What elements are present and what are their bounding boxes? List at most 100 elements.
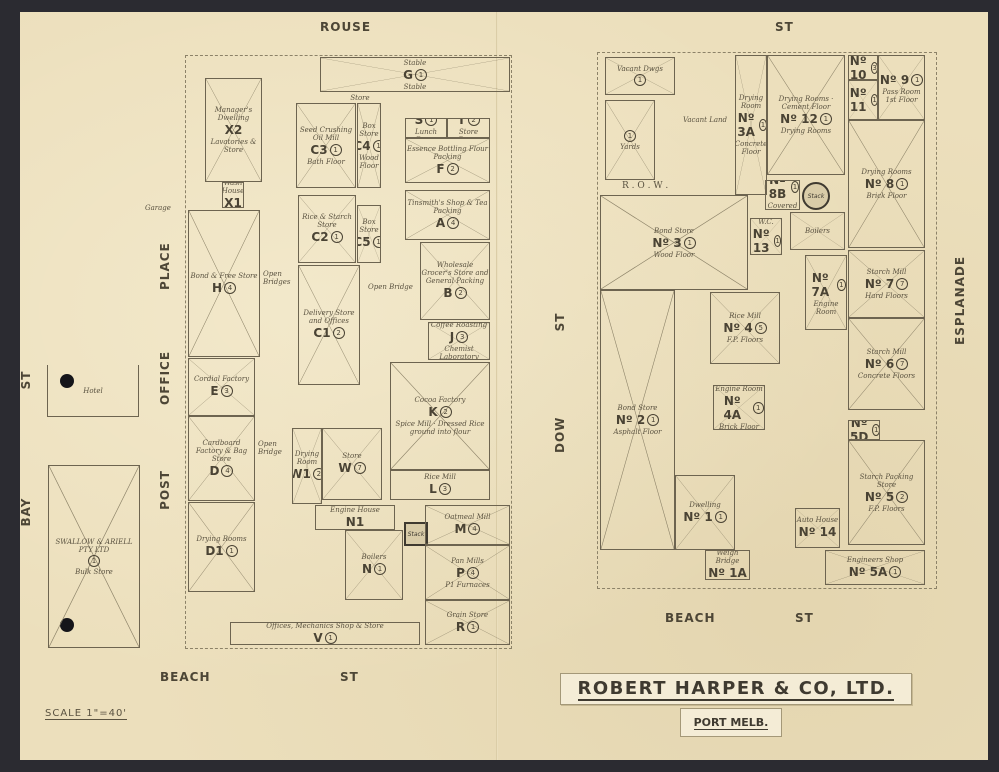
diagonal-cross: [297, 104, 355, 187]
left-plan-boundary: [185, 55, 512, 649]
construction-class-badge: 3: [438, 483, 451, 495]
building-note: Pass Room 1st Floor: [882, 87, 921, 104]
building-name: Boilers: [361, 553, 387, 561]
diagonal-cross: [293, 429, 321, 503]
building-w1: Drying RoomW12: [292, 428, 322, 504]
swallow-ariell-note: Bulk Store: [75, 567, 113, 576]
street-bay-st: ST: [19, 370, 33, 390]
building-note: Engine Room: [813, 299, 839, 316]
building-name: Essence Bottling Flour Packing: [406, 144, 489, 161]
diagonal-cross: [358, 206, 380, 262]
diagonal-cross: [849, 121, 924, 247]
building-id: Nº 4A: [723, 393, 742, 422]
building-name: Cardboard Factory & Bag Store: [195, 438, 248, 463]
construction-class-badge: 2: [312, 468, 321, 480]
diagonal-cross: [346, 531, 402, 599]
building-name: Wash House: [222, 182, 244, 195]
construction-class-badge: 1: [791, 181, 799, 193]
building-name: Engine House: [330, 505, 380, 514]
building-id: T: [457, 118, 466, 127]
building-id-row: 1: [634, 74, 646, 86]
building-name: Weigh Bridge: [715, 550, 740, 565]
building-name: Bond & Free Store: [190, 271, 258, 280]
building-note: Chemist Laboratory: [439, 345, 479, 360]
building-note: Stable: [403, 82, 427, 91]
diagonal-cross: [826, 551, 924, 584]
construction-class-badge: 1: [324, 631, 337, 644]
building-id-row: X2: [225, 123, 243, 137]
diagonal-cross: [189, 211, 259, 356]
building-id: Nº 7: [864, 277, 895, 291]
construction-class-badge: 2: [439, 406, 452, 418]
building-id: Nº 13: [752, 226, 770, 255]
class-badge: 1: [88, 554, 100, 567]
construction-class-badge: 7: [896, 358, 909, 370]
construction-class-badge: 7: [353, 462, 366, 474]
building-name: Bond Store: [654, 226, 694, 235]
diagonal-cross: [676, 476, 734, 549]
street-dow-st: ST: [553, 312, 567, 332]
building-note: Store Room: [458, 128, 479, 137]
building-note: P1 Furnaces: [445, 580, 490, 589]
construction-class-badge: 3: [870, 61, 877, 74]
building-name: Manager's Dwelling: [214, 106, 253, 122]
street-rouse: ROUSE: [320, 20, 372, 34]
building-c5: Box StoreC51: [357, 205, 381, 263]
diagonal-cross: [768, 56, 844, 174]
building-note: Yards: [620, 143, 640, 151]
construction-class-badge: 1: [634, 74, 646, 86]
construction-class-badge: 2: [446, 162, 459, 175]
building-note: Hard Floors: [865, 292, 908, 300]
subtitle-label: PORT MELB.: [680, 708, 782, 737]
construction-class-badge: 1: [624, 130, 636, 142]
building-name: Drying Rooms · Cement Floor: [778, 95, 834, 111]
open-bridge-label: Open Bridge: [258, 440, 282, 456]
garage-label: Garage: [145, 204, 171, 212]
building-id: D: [209, 463, 220, 478]
building-id: Nº 3: [652, 235, 682, 250]
building-name: Box Store: [359, 121, 379, 138]
building-name: Store: [350, 94, 370, 102]
diagonal-cross: [206, 79, 261, 181]
building-store: Store: [330, 92, 390, 104]
construction-class-badge: 1: [911, 73, 924, 86]
building-id: K: [428, 405, 438, 419]
building-note: Bath Floor: [307, 157, 345, 166]
building-name: Rice & Starch Store: [302, 213, 352, 229]
street-beach-right: BEACH: [665, 611, 716, 625]
building-id: C2: [311, 230, 329, 244]
building-note: Drying Rooms: [780, 127, 832, 135]
street-dow: DOW: [553, 416, 567, 453]
building-id-row: X1: [224, 196, 242, 207]
building-name: Engineers Shop: [846, 555, 904, 564]
building-id: Nº 9: [879, 72, 910, 87]
building-id: Nº 14: [798, 525, 837, 539]
construction-class-badge: 1: [889, 565, 902, 578]
building-note: Wood Floor: [359, 153, 379, 170]
building-name: Auto House: [796, 516, 839, 524]
building-id: W: [338, 461, 352, 475]
building-name: Engine Room: [715, 385, 763, 393]
